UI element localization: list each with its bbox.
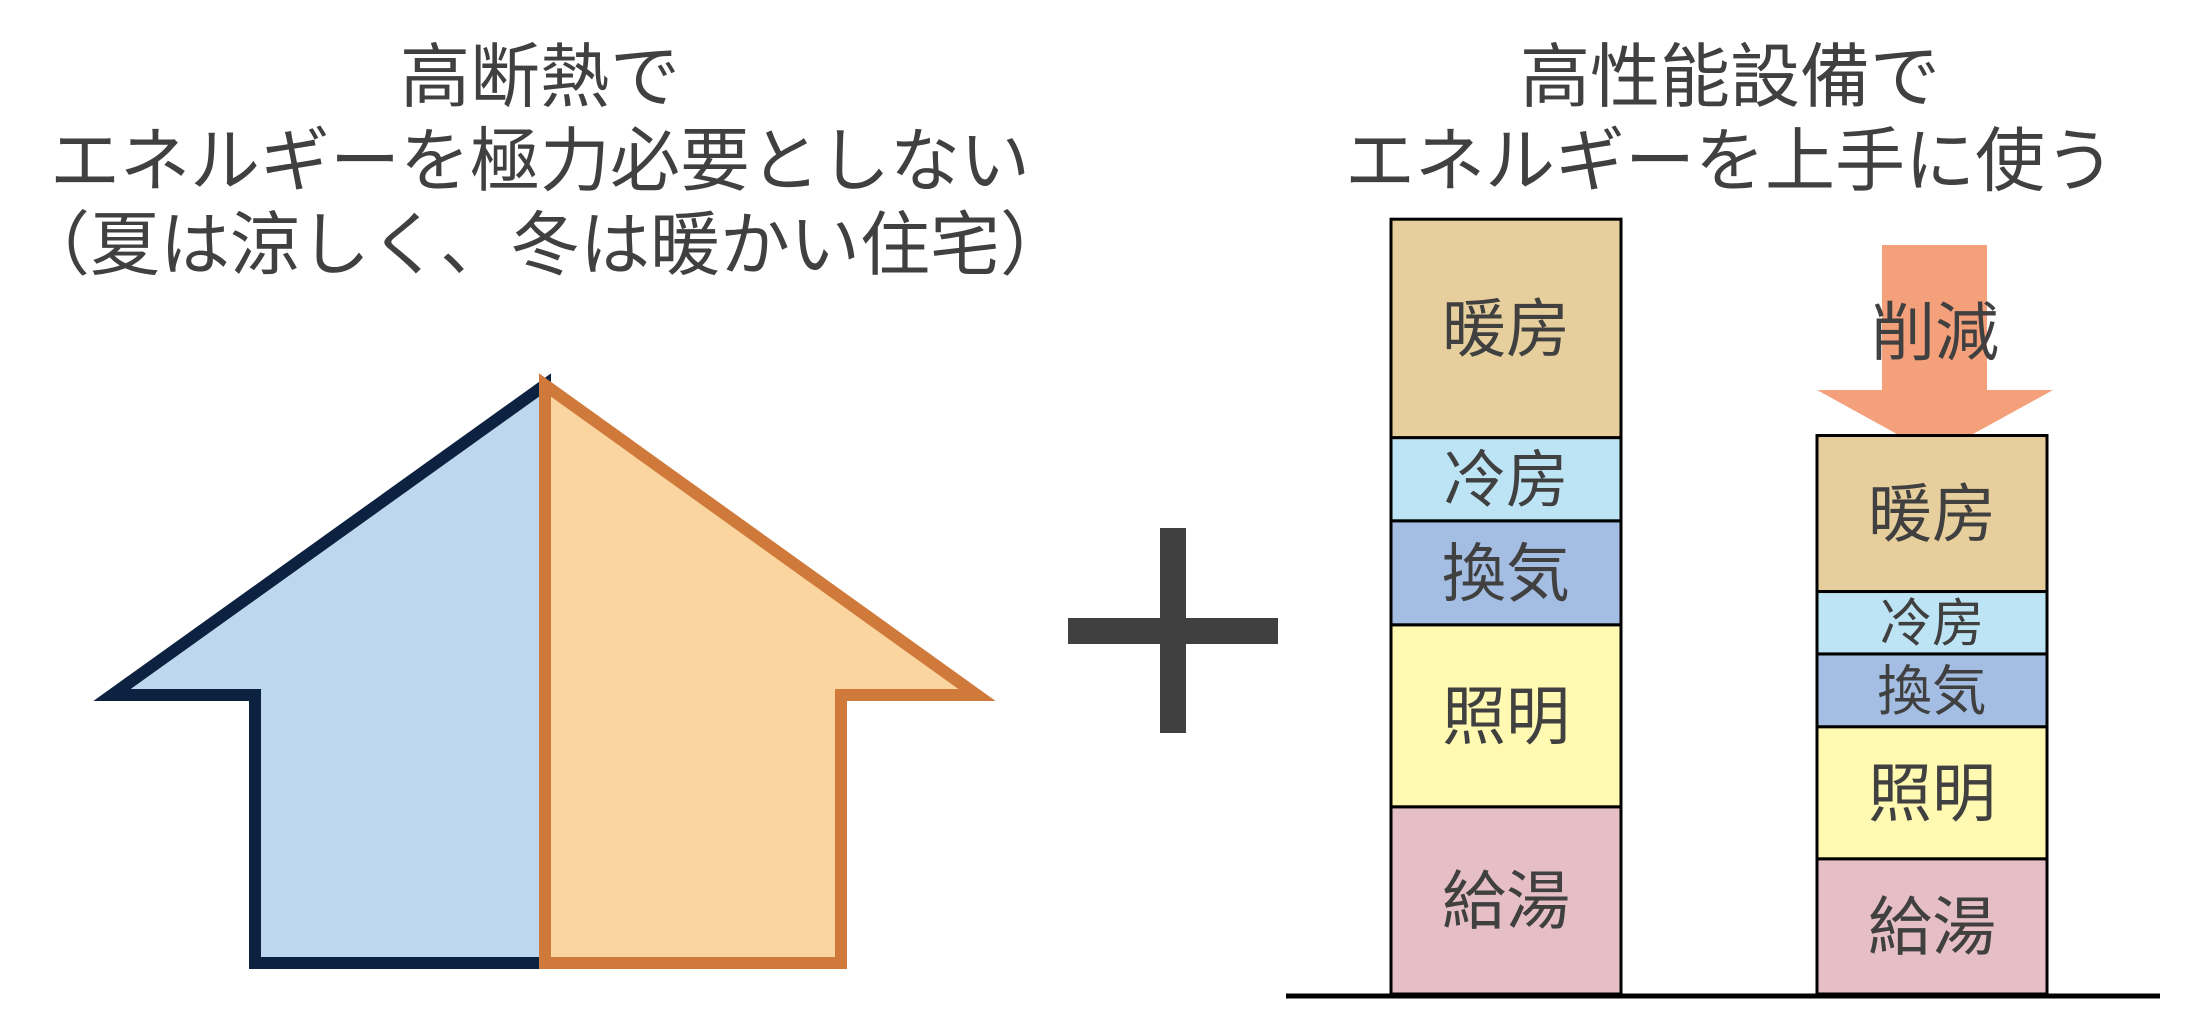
house-warm-half	[539, 373, 996, 969]
plus-vertical-bar	[1160, 528, 1186, 733]
stack-after-segment-label-4: 暖房	[1868, 479, 1996, 553]
right-heading-line1: 高性能設備で	[1520, 36, 1940, 118]
stack-after-segment-1	[1815, 725, 2049, 861]
stack-after-segment-label-1: 照明	[1868, 758, 1996, 832]
left-heading-line1: 高断熱で	[400, 36, 680, 118]
reduction-arrow-icon: 削減	[1817, 245, 2053, 455]
left-heading-line2: エネルギーを極力必要としない	[50, 120, 1030, 202]
stack-after-segment-2	[1815, 652, 2049, 729]
right-heading: 高性能設備で エネルギーを上手に使う	[1290, 35, 2170, 203]
reduction-arrow-shape	[1817, 245, 2053, 455]
house-cool-half	[93, 373, 551, 969]
stack-after-segment-label-3: 冷房	[1880, 594, 1984, 654]
stack-before-segment-label-1: 照明	[1442, 681, 1570, 755]
stack-before-segment-label-4: 暖房	[1442, 293, 1570, 367]
plus-icon	[1068, 528, 1278, 733]
stack-before-segment-4	[1389, 217, 1623, 440]
stack-before: 給湯 照明 換気 冷房 暖房	[1389, 217, 1623, 996]
left-heading-line3: （夏は涼しく、冬は暖かい住宅）	[20, 204, 1070, 286]
house-icon	[93, 373, 996, 969]
stack-before-segment-2	[1389, 519, 1623, 627]
stack-before-segment-0	[1389, 805, 1623, 996]
stack-after-segment-label-0: 給湯	[1868, 891, 1996, 965]
left-heading: 高断熱で エネルギーを極力必要としない （夏は涼しく、冬は暖かい住宅）	[20, 35, 1070, 287]
reduction-arrow-label: 削減	[1871, 297, 1999, 371]
stack-before-segment-label-0: 給湯	[1442, 865, 1570, 939]
stack-after-segment-4	[1815, 434, 2049, 594]
stack-before-segment-3	[1389, 436, 1623, 523]
stack-before-segment-1	[1389, 623, 1623, 809]
stack-before-segment-label-3: 冷房	[1444, 444, 1569, 517]
stack-after-segment-3	[1815, 590, 2049, 656]
stack-before-segment-label-2: 換気	[1442, 538, 1570, 612]
stack-after-segment-label-2: 換気	[1877, 659, 1986, 723]
right-heading-line2: エネルギーを上手に使う	[1345, 120, 2115, 202]
